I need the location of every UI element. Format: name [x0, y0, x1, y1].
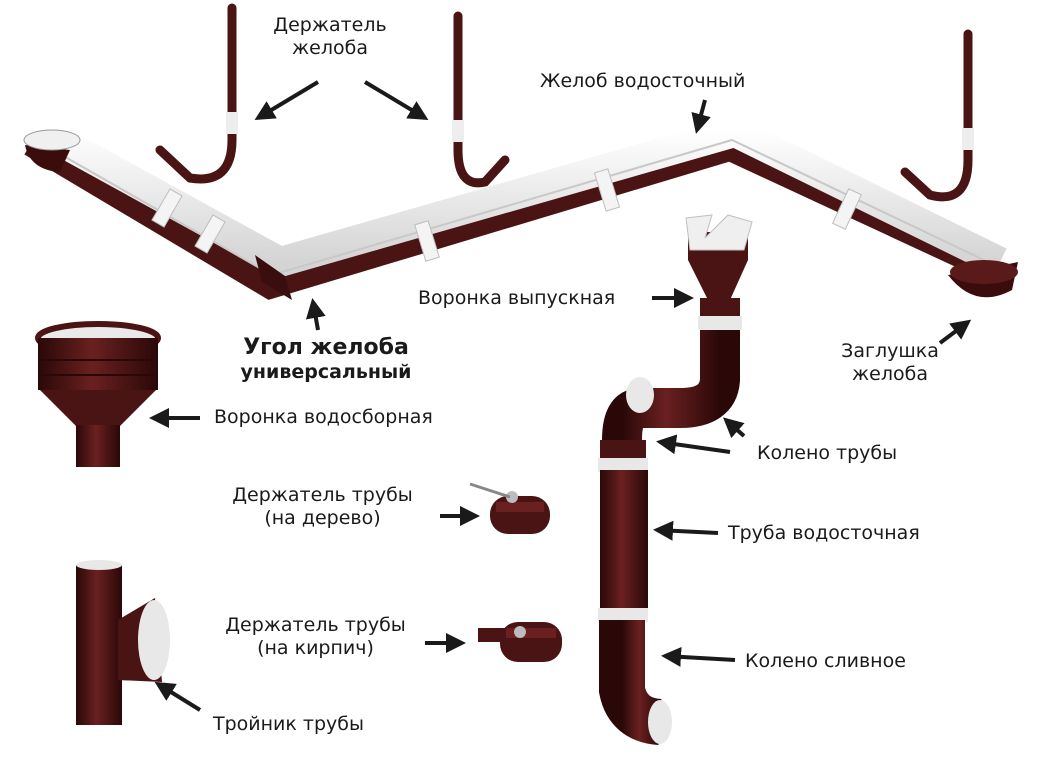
label-gutter: Желоб водосточный [540, 70, 746, 92]
pointer-arrows [149, 80, 972, 712]
gutter-holder-icon-right [900, 29, 974, 202]
label-pipe-holder-brick-line1: Держатель трубы [225, 614, 406, 636]
gutter-channel [24, 115, 1015, 300]
label-outlet-funnel: Воронка выпускная [418, 287, 616, 309]
label-gutter-holder-line1: Держатель [273, 14, 387, 36]
label-gutter-holder: Держатель желоба [270, 14, 390, 60]
gutter-corner-icon [255, 255, 292, 300]
label-pipe-tee: Тройник трубы [213, 713, 365, 735]
label-pipe-holder-wood-line2: (на дерево) [264, 507, 381, 529]
label-gutter-cap-line1: Заглушка [841, 340, 939, 362]
pipe-holder-wood-icon [469, 482, 550, 534]
label-pipe-holder-brick: Держатель трубы (на кирпич) [208, 614, 423, 660]
label-gutter-holder-line2: желоба [292, 37, 368, 59]
drain-elbow-icon [599, 620, 672, 745]
collector-funnel-icon [35, 321, 161, 467]
label-pipe-holder-wood: Держатель трубы (на дерево) [215, 484, 430, 530]
downpipe-icon [598, 440, 648, 622]
label-gutter-cap-line2: желоба [852, 363, 928, 385]
gutter-cap-icon [948, 260, 1018, 298]
pipe-elbow-icon [602, 330, 740, 441]
label-collector-funnel: Воронка водосборная [214, 406, 433, 428]
gutter-holder-icon-left [155, 3, 238, 184]
gutter-joints [151, 168, 863, 262]
outlet-funnel-icon [685, 214, 753, 330]
label-gutter-corner-line1: Угол желоба [243, 335, 409, 360]
label-gutter-cap: Заглушка желоба [830, 340, 950, 386]
gutter-holder-icon-mid [452, 11, 510, 188]
label-gutter-corner-line2: универсальный [240, 361, 412, 383]
label-downpipe: Труба водосточная [728, 522, 920, 544]
label-pipe-elbow: Колено трубы [757, 442, 898, 464]
label-pipe-holder-brick-line2: (на кирпич) [257, 637, 374, 659]
pipe-holder-brick-icon [478, 622, 562, 662]
label-pipe-holder-wood-line1: Держатель трубы [232, 484, 413, 506]
gutter-end-icon [23, 129, 81, 172]
label-drain-elbow: Колено сливное [745, 650, 906, 672]
pipe-tee-icon [76, 560, 170, 725]
label-gutter-corner: Угол желоба универсальный [226, 335, 426, 383]
